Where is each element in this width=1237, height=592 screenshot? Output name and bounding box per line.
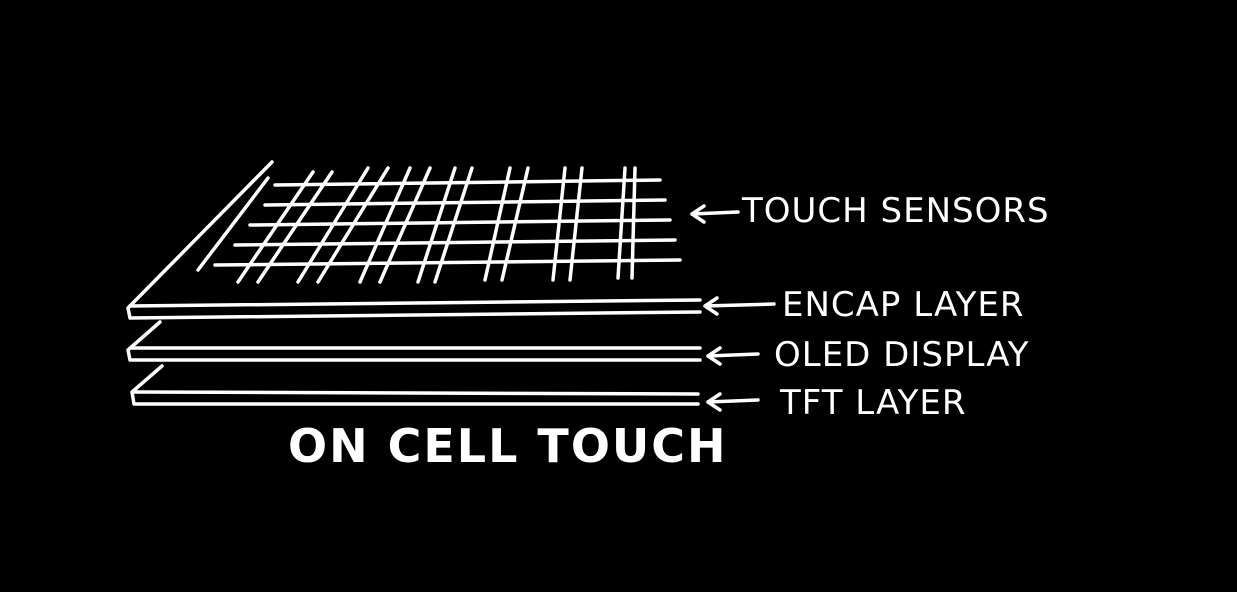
left-arrow-icon	[703, 296, 776, 316]
encap-layer-plate	[126, 160, 702, 320]
label-oled-display: OLED DISPLAY	[774, 335, 1030, 375]
oled-display-plate	[126, 320, 702, 362]
sensor-strip	[416, 166, 474, 284]
diagram-caption: ON CELL TOUCH	[288, 419, 728, 473]
label-tft-layer: TFT LAYER	[779, 383, 967, 423]
sensor-row	[248, 218, 672, 227]
left-arrow-icon	[706, 392, 760, 412]
sensor-row	[263, 198, 667, 207]
left-arrow-icon	[690, 204, 740, 224]
sensor-strip	[551, 166, 584, 282]
left-arrow-icon	[706, 346, 760, 366]
label-touch-sensors: TOUCH SENSORS	[741, 191, 1050, 231]
touch-sensor-grid	[196, 166, 682, 284]
tft-layer-plate	[130, 364, 700, 406]
sensor-row	[213, 258, 682, 267]
sensor-strip-line	[196, 176, 270, 272]
sensor-row	[233, 238, 677, 247]
sensor-row	[273, 178, 662, 187]
label-encap-layer: ENCAP LAYER	[782, 285, 1024, 325]
